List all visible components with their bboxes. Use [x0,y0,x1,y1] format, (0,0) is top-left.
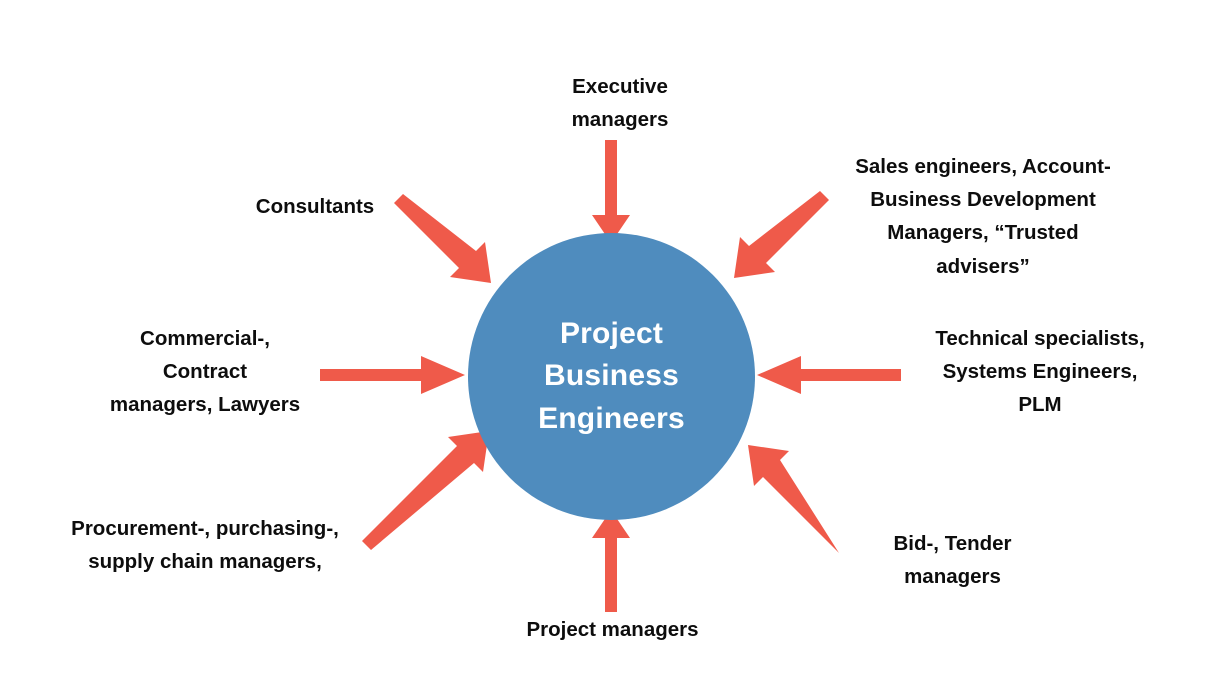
label-bid-tender-managers[interactable]: Bid-, Tender managers [893,532,1012,589]
arrow-commercial-contract-managers [320,356,465,394]
center-node-label: Project Business Engineers [538,316,685,435]
arrow-executive-managers [592,140,630,243]
label-sales-engineers[interactable]: Sales engineers, Account- Business Devel… [855,155,1111,278]
arrow-sales-engineers [734,191,829,278]
arrow-bid-tender-managers [748,445,839,553]
center-node[interactable]: Project Business Engineers [468,233,755,520]
arrow-technical-specialists [757,356,901,394]
label-executive-managers[interactable]: Executive managers [571,75,669,132]
label-consultants[interactable]: Consultants [255,195,375,218]
arrow-procurement-managers [362,431,489,550]
label-technical-specialists[interactable]: Technical specialists, Systems Engineers… [935,327,1145,417]
label-project-managers[interactable]: Project managers [526,618,699,641]
arrow-project-managers [592,510,630,612]
label-procurement-managers[interactable]: Procurement-, purchasing-, supply chain … [71,517,339,574]
label-commercial-contract-managers[interactable]: Commercial-, Contract managers, Lawyers [109,327,301,417]
